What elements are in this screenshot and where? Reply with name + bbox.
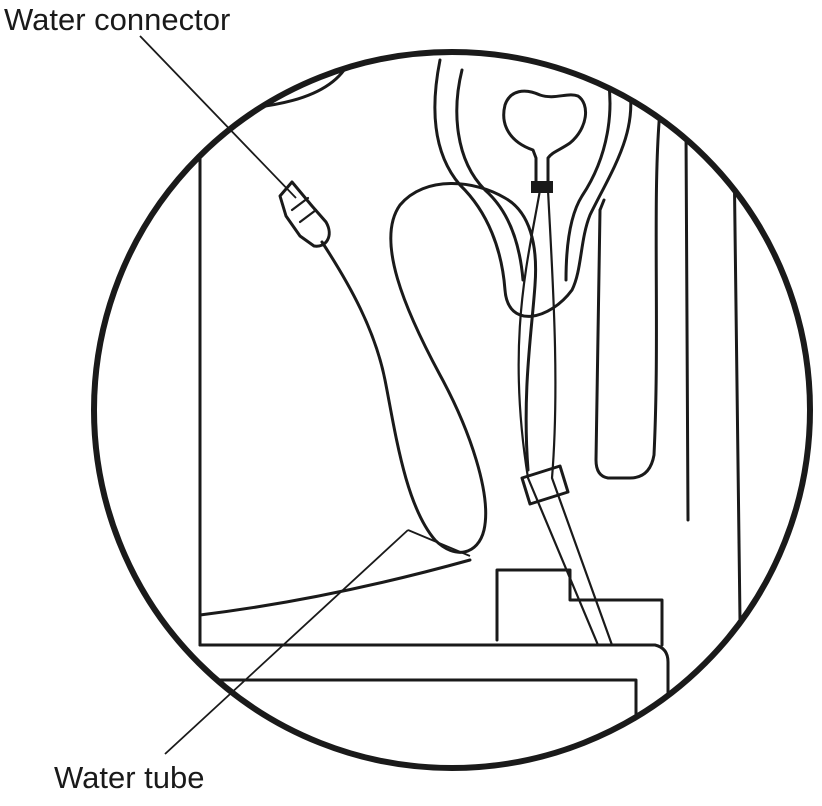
connector-body (278, 180, 331, 248)
tube-leader-line (164, 529, 471, 755)
mount-right-rib (564, 58, 612, 282)
shelf-front-edge (198, 643, 670, 722)
interior-detail (198, 52, 742, 732)
far-right-edge (732, 148, 742, 622)
water-connector-label: Water connector (4, 2, 231, 37)
connector-ring (290, 196, 310, 212)
tube-fitting (531, 181, 553, 193)
shelf-lower-edge (198, 678, 638, 732)
right-panel (594, 108, 662, 480)
upper-panel (203, 58, 352, 114)
shelf-box (495, 568, 664, 647)
water-tube (320, 182, 538, 554)
shelf-top-edge (198, 558, 472, 617)
water-tube-label: Water tube (54, 760, 205, 795)
magnifier-circle (91, 49, 813, 771)
mount-inner (455, 68, 525, 282)
tube-clip (520, 464, 570, 506)
connector-ring-2 (298, 208, 318, 224)
connector-leader-line (139, 35, 297, 199)
right-panel-outer (684, 128, 690, 522)
tube-pair-right (546, 188, 614, 647)
hanger-loop (502, 89, 587, 187)
tube-pair-left (517, 188, 600, 647)
rear-vertical (598, 198, 606, 212)
